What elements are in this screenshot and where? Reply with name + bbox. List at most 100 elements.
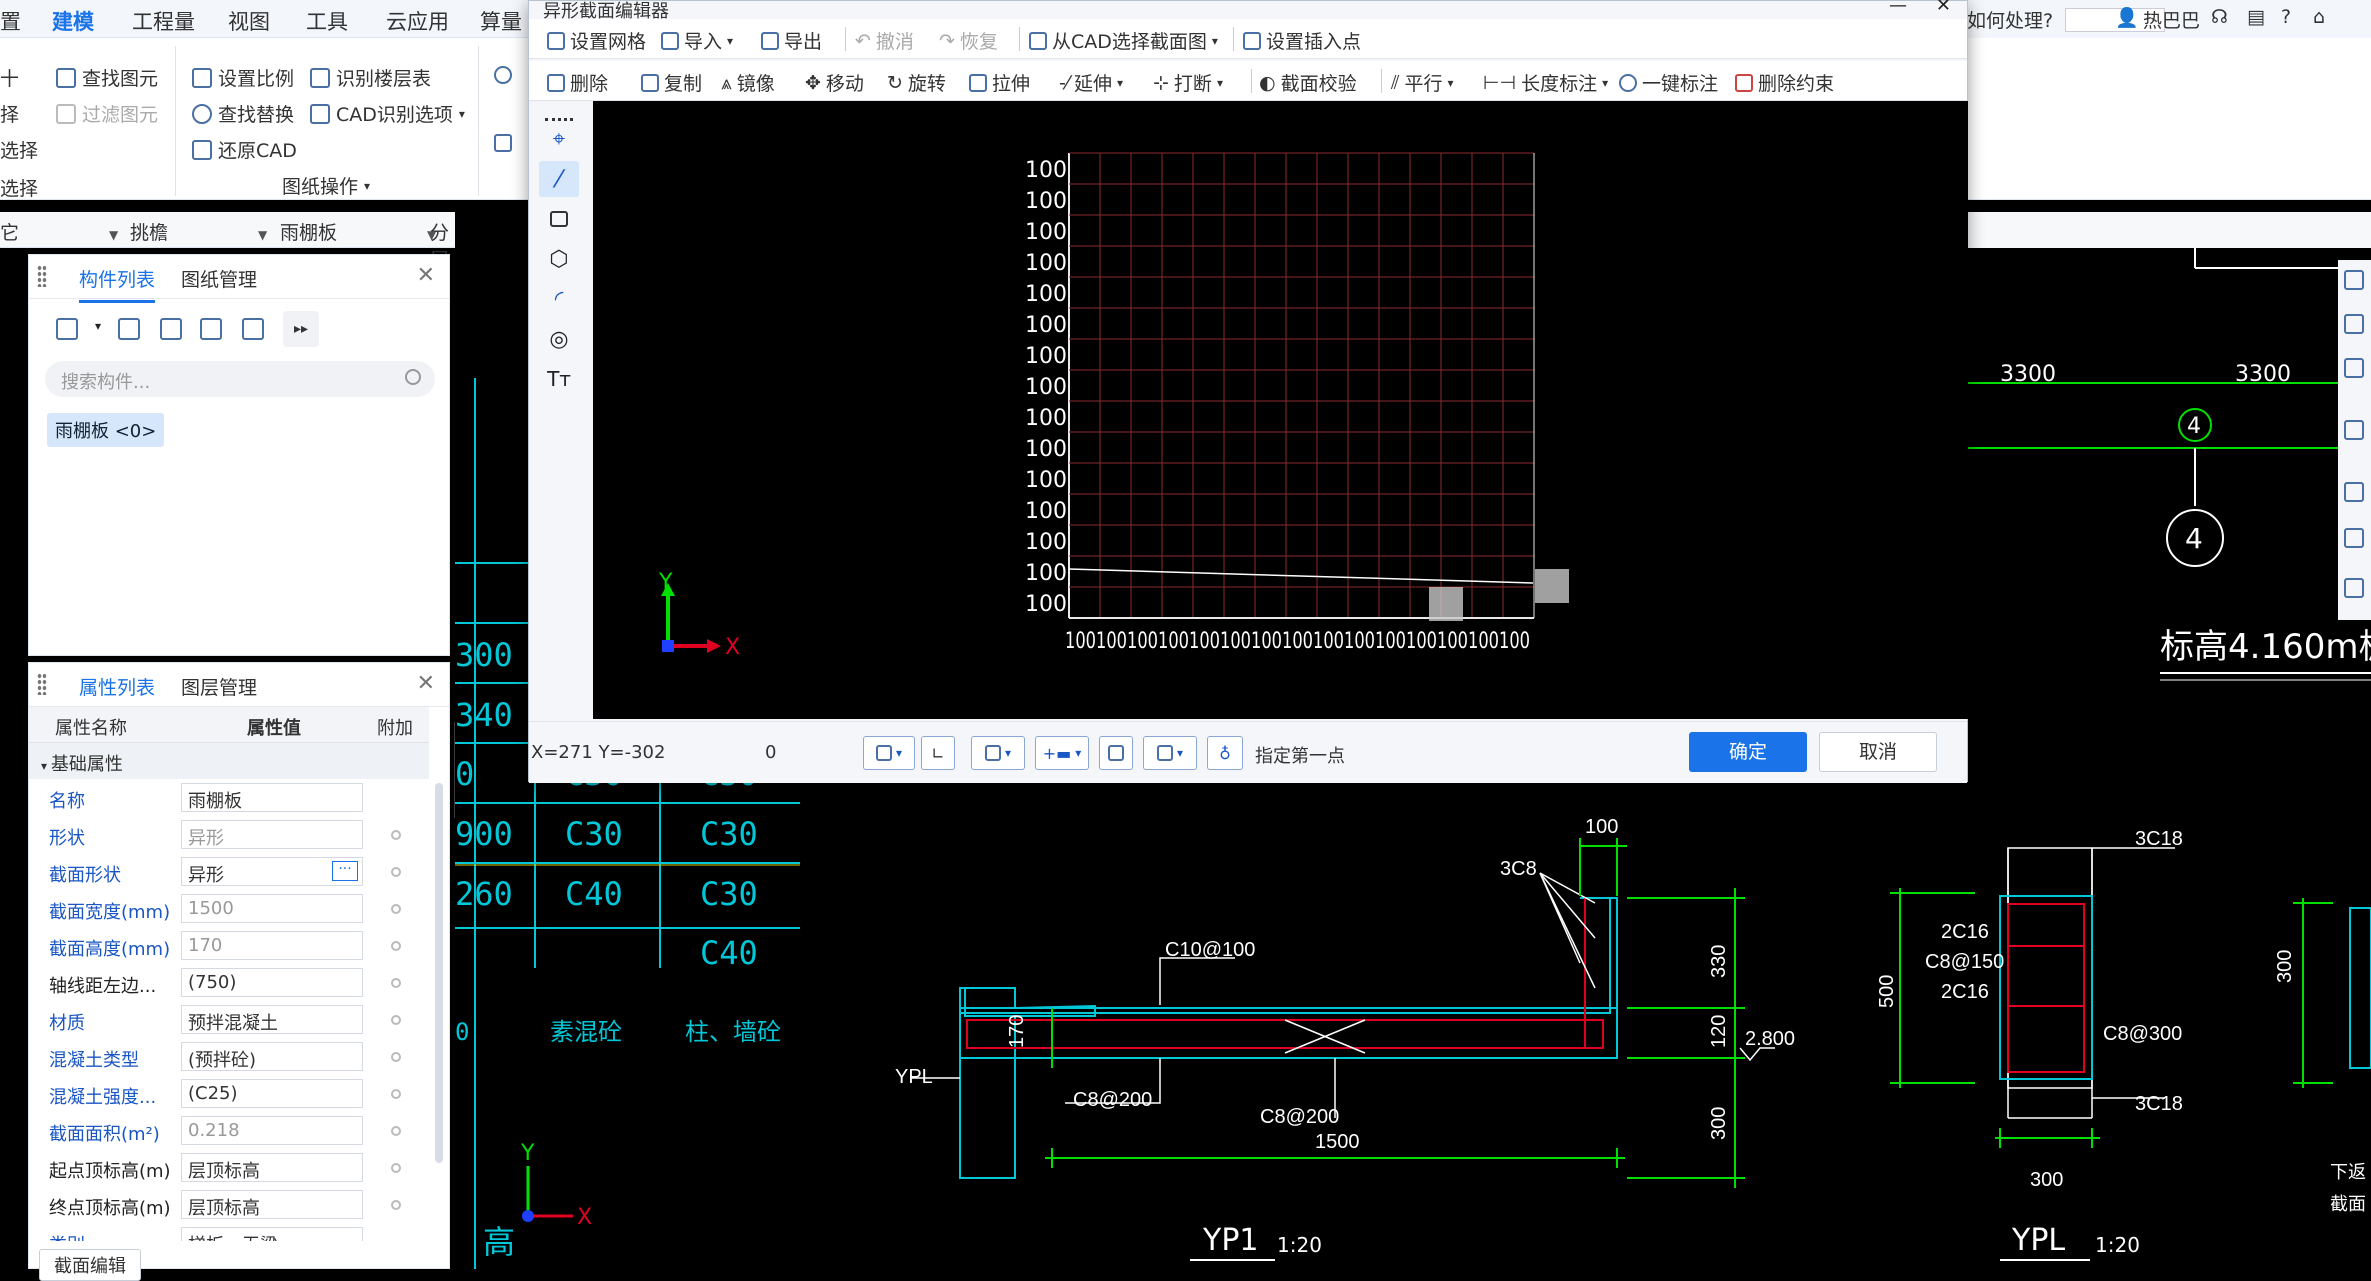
tab-layer-management[interactable]: 图层管理 [181,677,258,699]
remove-constraint-button[interactable]: 删除约束 [1735,69,1834,96]
delete-button[interactable]: 删除 [547,69,608,96]
menu-item-quantity[interactable]: 工程量 [132,10,195,34]
menu-item-tools[interactable]: 工具 [306,10,348,34]
ribbon-partial-4[interactable]: 选择 [0,178,39,200]
snap-toggle[interactable]: ▾ [971,736,1025,770]
delete-component-button[interactable] [153,311,189,347]
user-avatar[interactable]: 👤 [2115,7,2139,29]
object-snap-toggle[interactable]: ▾ [1143,736,1197,770]
export-button[interactable]: 导出 [761,27,822,54]
close-icon[interactable]: ✕ [1935,0,1951,16]
menu-item-modeling[interactable]: 建模 [52,6,94,43]
ellipsis-button[interactable]: ··· [332,861,358,881]
search-icon[interactable] [405,369,421,385]
tip-toggle[interactable]: ♁ [1207,736,1243,770]
attach-checkbox[interactable] [391,904,401,914]
select-frame-icon[interactable] [2344,482,2364,502]
rotate-button[interactable]: ↻旋转 [887,71,946,96]
property-value-input[interactable]: 雨棚板 [181,783,363,812]
close-icon[interactable]: ✕ [416,671,435,696]
set-scale-button[interactable]: 设置比例 [192,64,294,91]
ribbon-partial-3[interactable]: 选择 [0,140,39,162]
filter-component-select[interactable]: 雨棚板▼ [280,222,437,244]
parallel-button[interactable]: ⫽平行▾ [1391,71,1454,96]
property-value-input[interactable]: 层顶标高 [181,1190,363,1219]
more-tools-button[interactable]: ▸▸ [283,311,319,347]
one-click-dimension-button[interactable]: 一键标注 [1619,69,1718,96]
filter-category-select[interactable]: 它▼ [0,222,119,244]
import-button[interactable]: 导入▾ [661,27,733,54]
close-icon[interactable]: ✕ [416,263,435,288]
property-value-input[interactable]: 层顶标高 [181,1153,363,1182]
property-value-input[interactable]: 1500 [181,894,363,923]
circle-tool[interactable]: ◎ [539,321,579,357]
break-button[interactable]: ⊹打断▾ [1153,71,1223,96]
headset-icon[interactable]: ☊ [2211,6,2228,28]
set-grid-button[interactable]: 设置网格 [547,27,646,54]
filter-type-select[interactable]: 挑檐▼ [130,222,268,244]
section-edit-button[interactable]: 截面编辑 [39,1249,141,1281]
help-question[interactable]: 如何处理? [1967,10,2054,32]
new-component-button[interactable] [49,311,85,347]
layers-icon[interactable] [2344,578,2364,598]
drag-grip-icon[interactable] [37,265,47,287]
calendar-icon[interactable]: ▤ [2247,6,2265,28]
polar-toggle[interactable] [1099,736,1133,770]
layer-copy-button[interactable] [235,311,271,347]
menu-item-calc[interactable]: 算量 [480,10,522,34]
move-button[interactable]: ✥移动 [805,71,864,96]
chevron-down-icon[interactable]: ▾ [95,319,102,333]
property-value-input[interactable]: 预拌混凝土 [181,1005,363,1034]
property-value-input[interactable]: 0.218 [181,1116,363,1145]
help-search-input[interactable] [2065,8,2165,32]
attach-checkbox[interactable] [391,941,401,951]
attach-checkbox[interactable] [391,1200,401,1210]
tab-component-list[interactable]: 构件列表 [79,265,156,303]
property-value-input[interactable]: 170 [181,931,363,960]
ribbon-partial-1[interactable]: 十 [0,68,20,90]
identify-floors-button[interactable]: 识别楼层表 [310,64,431,91]
component-list-item[interactable]: 雨棚板 <0> [47,413,165,447]
select-from-cad-button[interactable]: 从CAD选择截面图▾ [1029,27,1218,54]
orbit-icon[interactable] [2344,270,2364,290]
attach-checkbox[interactable] [391,1015,401,1025]
text-tool[interactable]: Tт [539,361,579,397]
ortho-toggle[interactable]: ∟ [921,736,955,770]
menu-item-view[interactable]: 视图 [228,10,270,34]
ribbon-partial-2[interactable]: 择 [0,104,20,126]
property-group-basic[interactable]: ▾ 基础属性 [29,743,429,779]
line-tool[interactable]: ⁄ [539,161,579,197]
property-value-input[interactable]: (750) [181,968,363,997]
property-value-input[interactable]: 梯板、无梁... [181,1227,363,1241]
restore-cad-button[interactable]: 还原CAD [192,136,297,163]
ok-button[interactable]: 确定 [1689,732,1807,772]
filter-element-button[interactable]: 过滤图元 [56,100,158,127]
drag-grip-icon[interactable] [37,673,47,695]
copy-component-button[interactable] [111,311,147,347]
dynamic-input-toggle[interactable]: +▬▾ [1035,736,1089,770]
set-insert-point-button[interactable]: 设置插入点 [1243,27,1361,54]
property-value-input[interactable]: (预拌砼) [181,1042,363,1071]
padlock-icon[interactable] [494,134,512,157]
attach-checkbox[interactable] [391,1052,401,1062]
section-check-button[interactable]: ◐截面校验 [1259,71,1357,96]
find-element-button[interactable]: 查找图元 [56,64,158,91]
attach-checkbox[interactable] [391,978,401,988]
minimize-icon[interactable]: — [1889,0,1907,16]
property-value-input[interactable]: 异形 [181,820,363,849]
find-replace-button[interactable]: 查找替换 [192,100,294,127]
property-value-input[interactable]: 异形··· [181,857,363,886]
view-3d-icon[interactable] [2344,314,2364,334]
grid-snap-toggle[interactable]: ▾ [863,736,915,770]
redo-button[interactable]: ↷恢复 [939,29,998,54]
arc-tool[interactable]: ◜ [539,281,579,317]
rectangle-tool[interactable] [539,201,579,237]
extend-button[interactable]: -⁄延伸▾ [1059,71,1124,96]
tab-property-list[interactable]: 属性列表 [79,673,156,711]
component-search-input[interactable]: 搜索构件... [45,361,435,397]
undo-button[interactable]: ↶撤消 [855,29,914,54]
length-dimension-button[interactable]: ⊢⊣长度标注▾ [1483,71,1609,96]
point-tool[interactable]: ⌖ [539,121,579,157]
stretch-button[interactable]: 拉伸 [969,69,1030,96]
property-value-input[interactable]: (C25) [181,1079,363,1108]
